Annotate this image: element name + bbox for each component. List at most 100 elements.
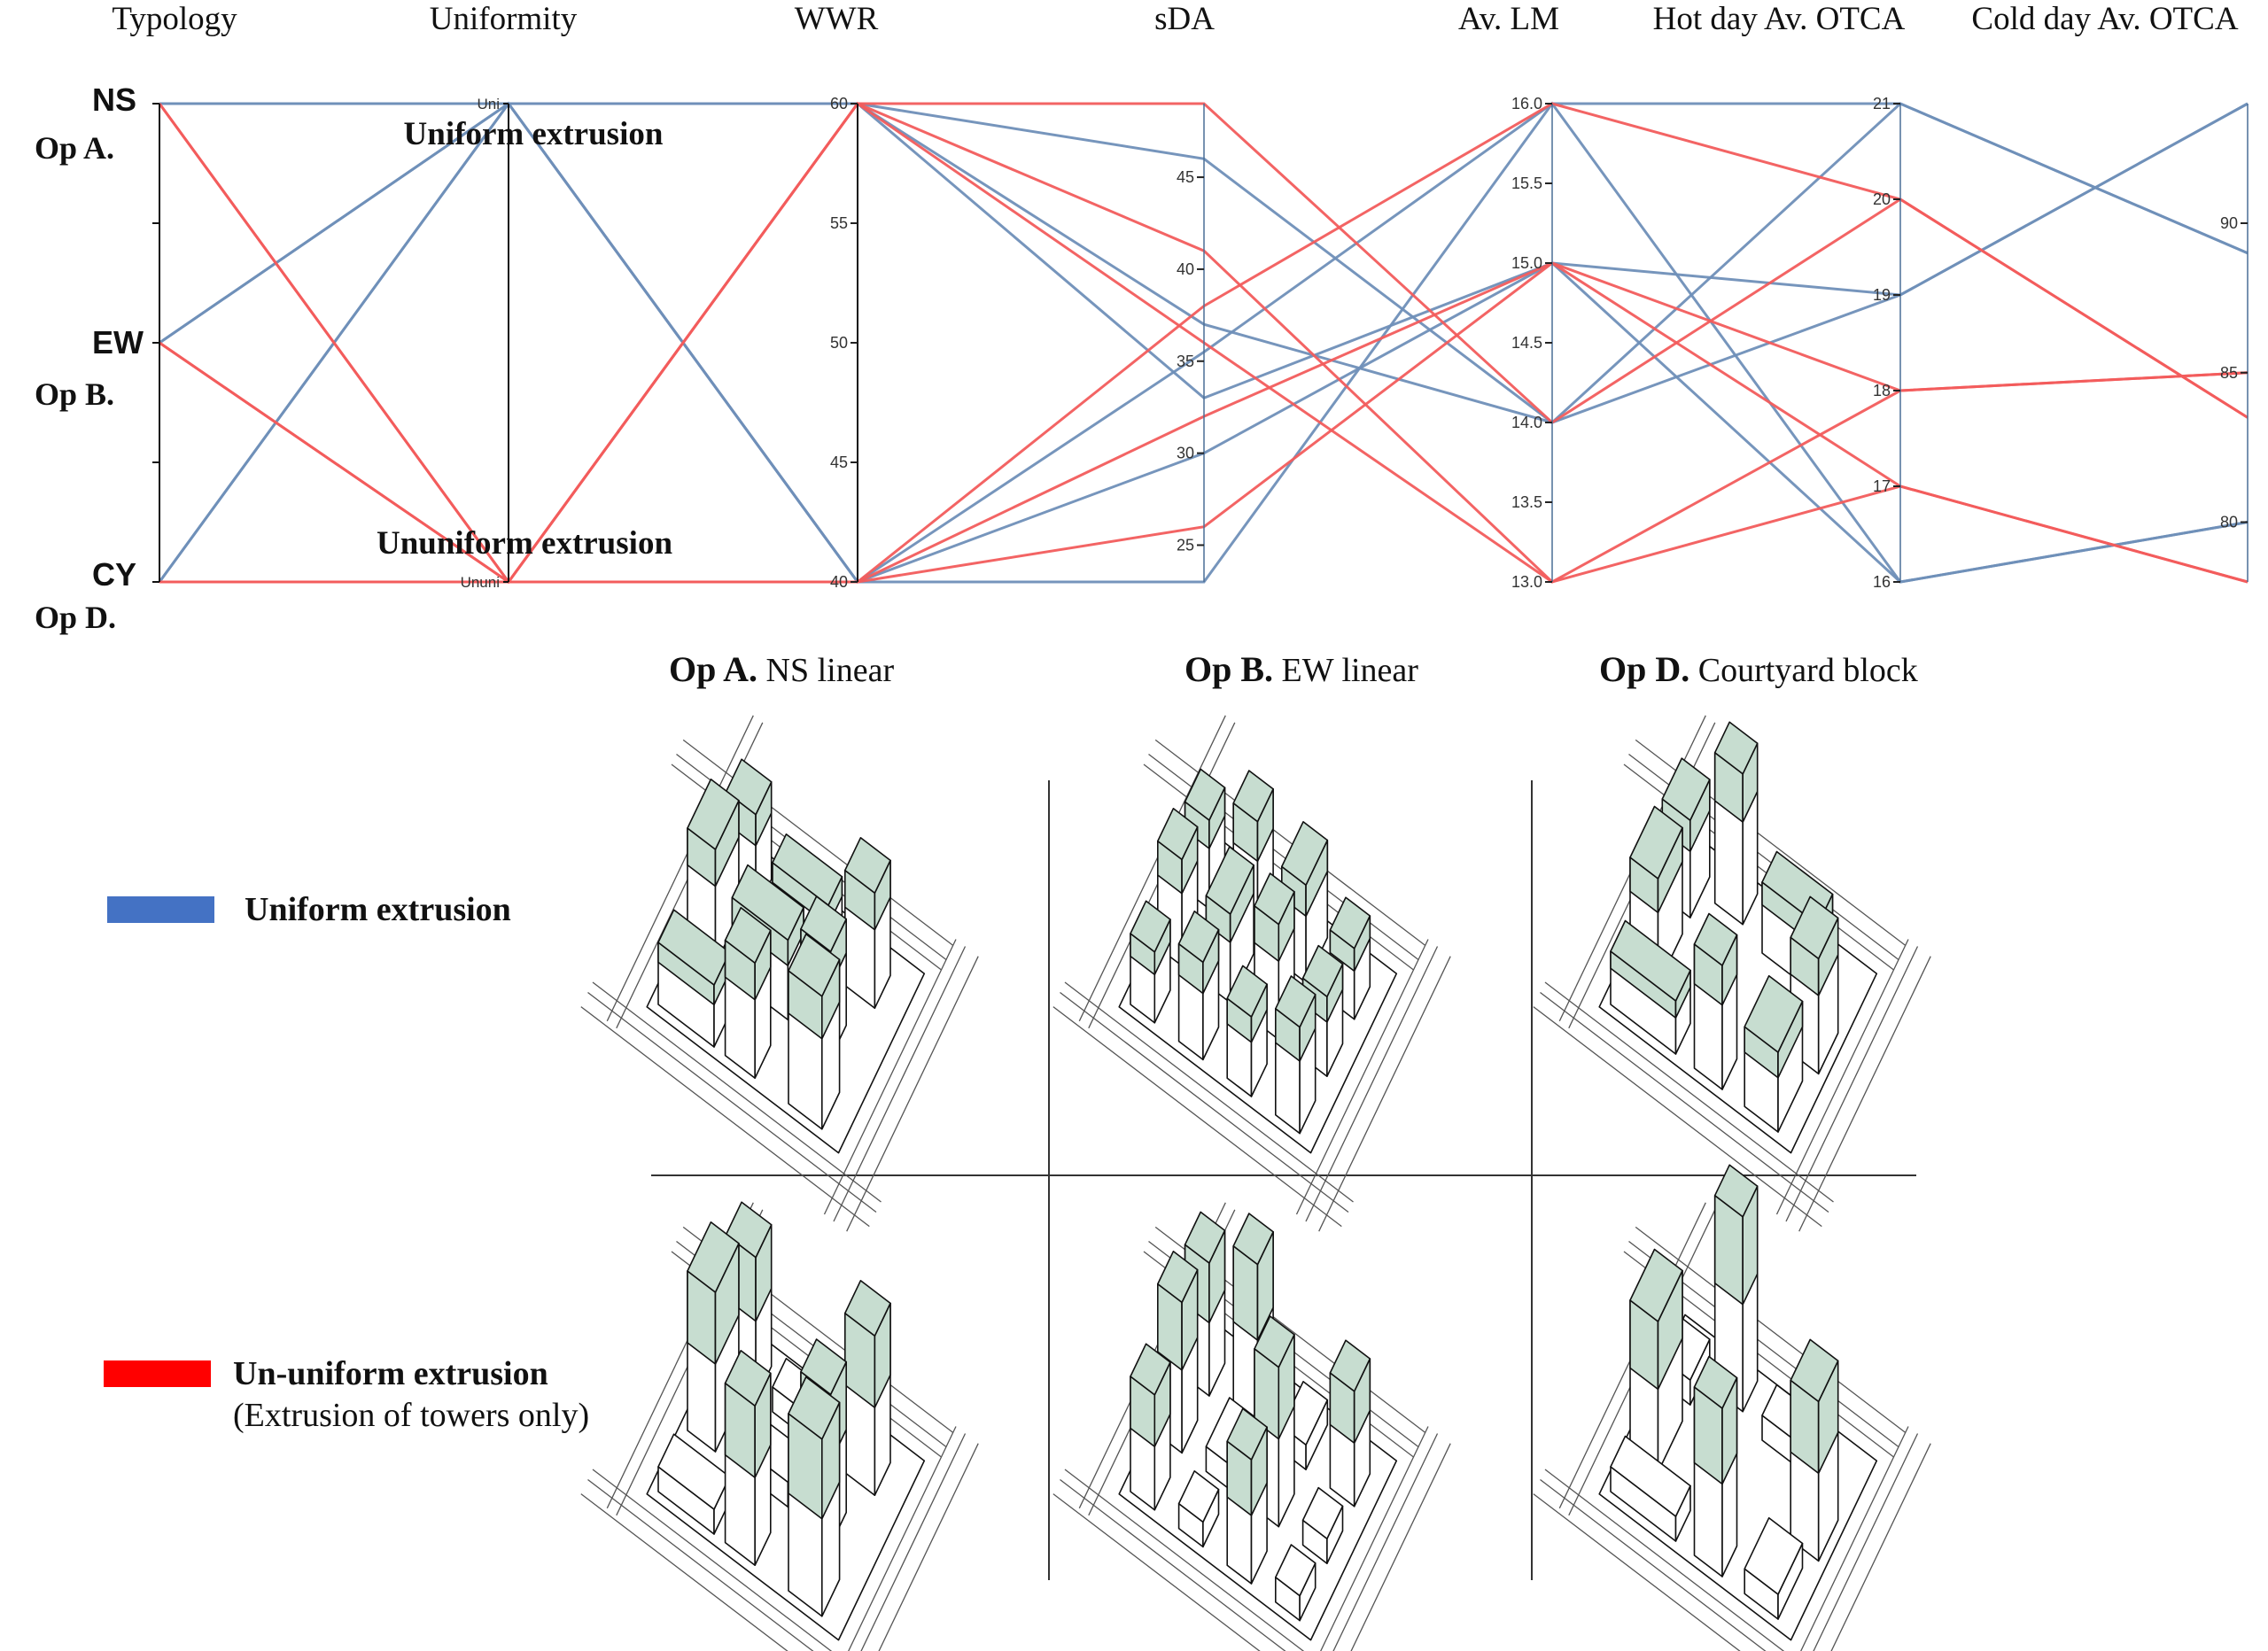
road-line <box>1540 1478 1767 1651</box>
road-line <box>1064 981 1354 1203</box>
building-roof <box>1790 1338 1839 1403</box>
road-line <box>1320 1426 1429 1651</box>
tick-label: 80 <box>2220 514 2238 531</box>
building-roof <box>731 864 804 942</box>
road-line <box>1775 939 1909 1215</box>
massing-ns-ununiform <box>580 1201 979 1651</box>
building <box>1693 912 1738 1090</box>
massing-ew-uniform <box>1052 715 1451 1232</box>
divider-horizontal <box>651 1174 1916 1176</box>
road-line <box>1060 991 1349 1213</box>
building-roof <box>1281 820 1329 887</box>
road-line <box>1052 1493 1261 1651</box>
building-roof <box>1226 1407 1268 1461</box>
building-roof <box>1184 1211 1226 1264</box>
building-roof <box>725 1201 773 1259</box>
category-ew: EW <box>92 324 144 360</box>
building-roof <box>1610 919 1691 1002</box>
road-line <box>682 739 954 946</box>
road-line <box>580 1493 788 1651</box>
road-line <box>848 1426 957 1651</box>
building <box>1177 1470 1220 1548</box>
building-roof <box>1329 896 1371 950</box>
road-line <box>1544 1469 1785 1651</box>
panel-title-op-b: Op B. EW linear <box>1184 648 1418 690</box>
road-line <box>1785 946 1919 1222</box>
tick-label: 25 <box>1177 536 1194 554</box>
label-op-b: Op B. <box>35 376 115 412</box>
tick-label: 21 <box>1873 95 1891 112</box>
road-line <box>1544 981 1834 1203</box>
tick-label: 15.0 <box>1511 254 1542 272</box>
road-line <box>823 939 957 1215</box>
tick-label: 60 <box>830 95 848 112</box>
road-line <box>1800 1426 1909 1651</box>
building-roof <box>843 836 891 895</box>
building <box>1629 1248 1683 1473</box>
road-line <box>587 991 877 1213</box>
building-roof <box>1301 944 1344 997</box>
road-line <box>878 1443 979 1651</box>
road-line <box>1318 956 1451 1232</box>
tick-label: 14.0 <box>1511 414 1542 431</box>
building-roof <box>1329 1339 1371 1392</box>
building-roof <box>1254 1315 1295 1368</box>
axis-title-wwr: WWR <box>794 1 879 37</box>
tick-label: 17 <box>1873 477 1891 495</box>
massing-ns-uniform <box>580 715 979 1232</box>
tick-label: 13.0 <box>1511 573 1542 591</box>
building-roof <box>843 1280 891 1337</box>
building <box>1130 900 1171 1024</box>
panel-title-op-d: Op D. Courtyard block <box>1599 648 1918 690</box>
legend-swatch-ununiform <box>104 1360 211 1387</box>
road-line <box>1533 1006 1822 1228</box>
building-roof <box>1790 895 1839 960</box>
building <box>1790 895 1839 1075</box>
building-roof <box>1693 912 1738 966</box>
panel-title-text: Courtyard block <box>1697 652 1918 689</box>
tick-label: 18 <box>1873 382 1891 399</box>
building-roof <box>1713 721 1759 775</box>
road-line <box>1305 946 1439 1222</box>
building <box>788 1376 841 1617</box>
building-roof <box>724 907 772 964</box>
tick-label: Uni <box>477 96 500 112</box>
category-cy: CY <box>92 556 137 593</box>
tick-label: 35 <box>1177 353 1194 370</box>
building <box>1226 965 1268 1097</box>
tick-label: 16 <box>1873 573 1891 591</box>
building-roof <box>725 758 773 816</box>
building <box>1275 975 1317 1135</box>
building-roof <box>1301 1486 1344 1539</box>
building-roof <box>1157 1251 1199 1304</box>
building <box>1790 1338 1839 1562</box>
building <box>843 836 891 1009</box>
building-roof <box>1744 1516 1804 1595</box>
panel-title-bold: Op A. <box>669 649 758 689</box>
building-roof <box>788 933 841 997</box>
building-roof <box>687 778 740 850</box>
building-roof <box>1693 1355 1738 1409</box>
building <box>1177 911 1220 1061</box>
road-line <box>1813 1433 1919 1651</box>
building-roof <box>1232 770 1274 823</box>
road-line <box>606 715 754 1022</box>
building-roof <box>724 1350 772 1407</box>
axis-title-cold-day: Cold day Av. OTCA <box>1971 1 2239 37</box>
building <box>1329 896 1371 1020</box>
building-roof <box>1744 974 1804 1053</box>
building-roof <box>788 1376 841 1440</box>
tick-label: 45 <box>1177 168 1194 186</box>
axis-title-hot-day: Hot day Av. OTCA <box>1652 1 1906 37</box>
road-line <box>1332 1433 1439 1651</box>
building-roof <box>1232 1213 1274 1266</box>
building <box>1693 1355 1738 1577</box>
panel-title-text: EW linear <box>1281 652 1418 689</box>
massing-cy-uniform <box>1533 715 1931 1232</box>
tick-label: 40 <box>830 573 848 591</box>
divider-vertical-1 <box>1048 780 1050 1580</box>
massing-cy-ununiform <box>1533 1164 1931 1651</box>
road-line <box>1295 939 1429 1215</box>
building-roof <box>1177 911 1220 964</box>
building <box>724 907 772 1079</box>
